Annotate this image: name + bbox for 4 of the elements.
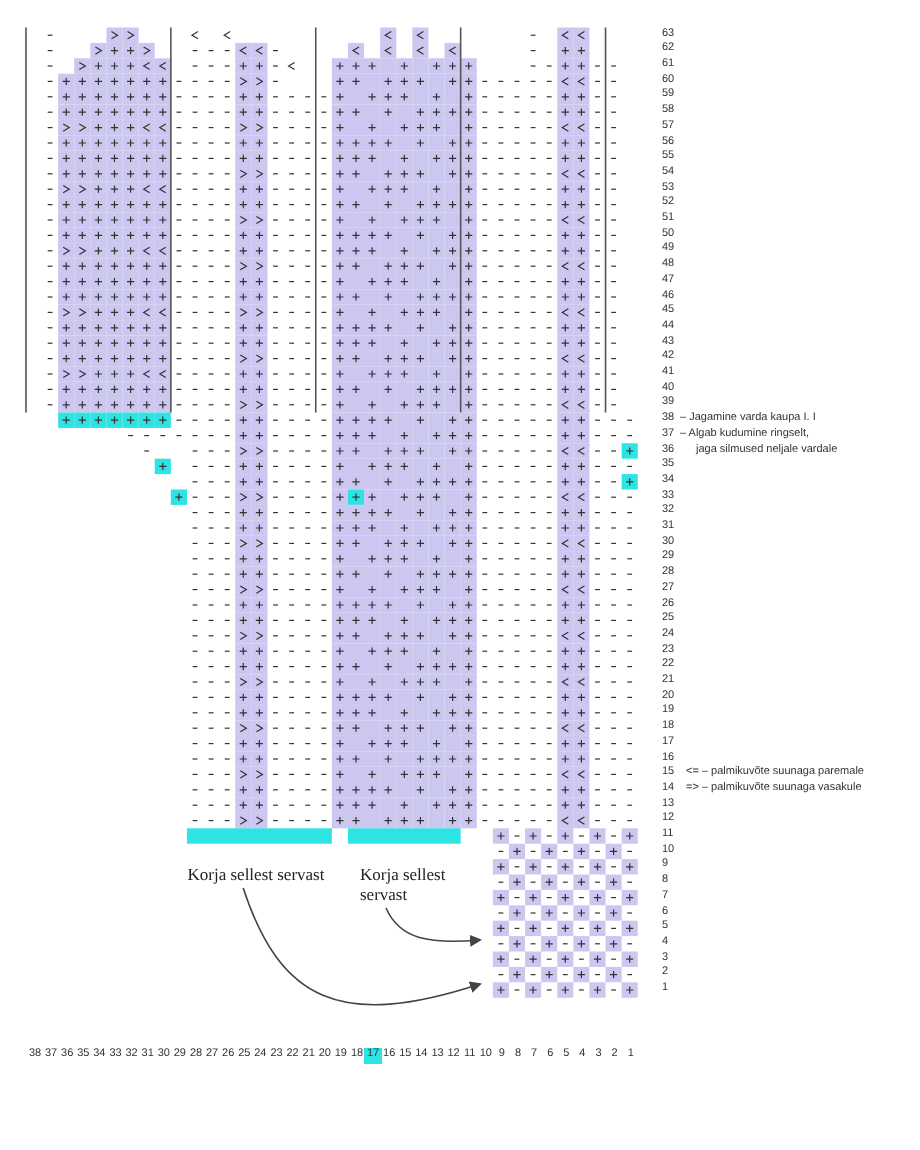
annotation-text: Korja sellest servast	[360, 866, 464, 906]
arrow	[385, 907, 482, 947]
annotation-text: Korja sellest servast	[176, 866, 336, 886]
arrow	[242, 887, 482, 1006]
